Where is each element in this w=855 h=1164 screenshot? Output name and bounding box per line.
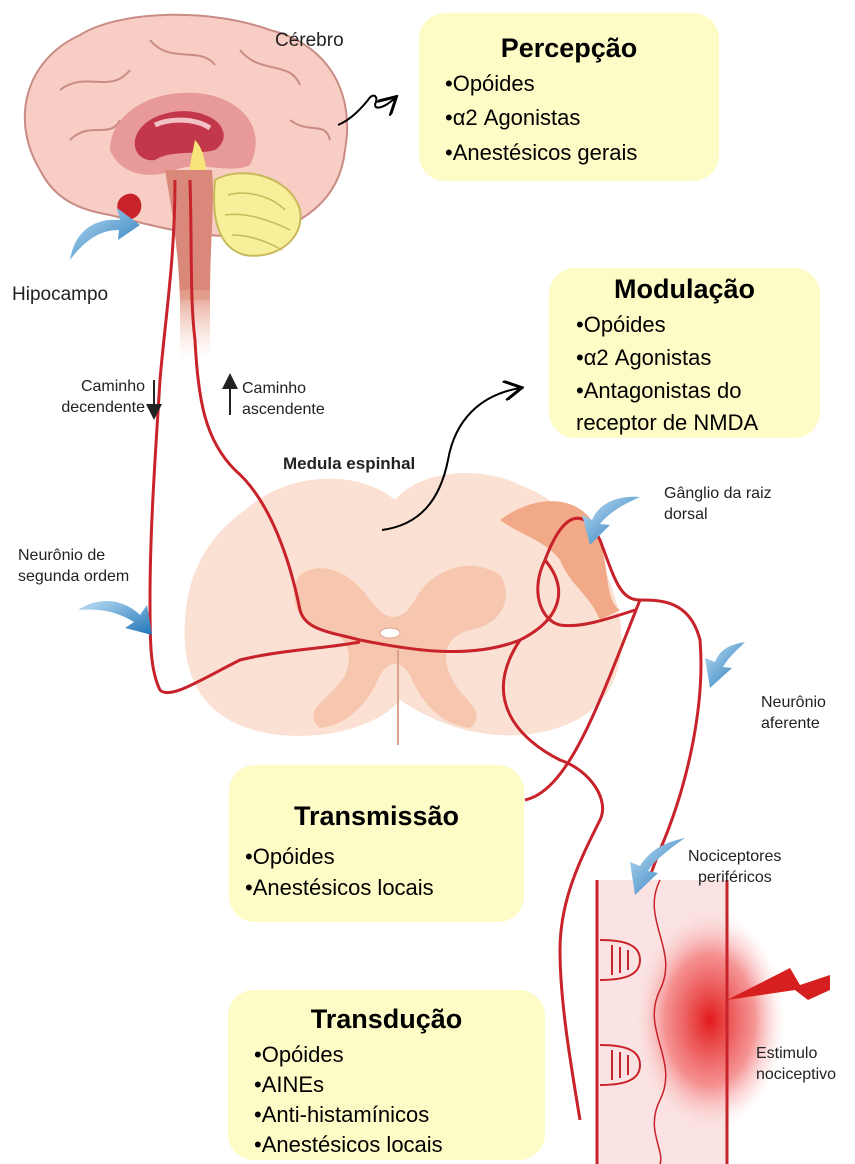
medula-label: Medula espinhal bbox=[283, 453, 415, 474]
estimulo-label: Estimulo nociceptivo bbox=[756, 1043, 836, 1085]
hipocampo-label: Hipocampo bbox=[12, 284, 108, 305]
percepcao-title: Percepção bbox=[419, 33, 719, 64]
caminho-decendente-line: decendente bbox=[40, 397, 145, 418]
transducao-box: Transdução •Opóides •AINEs •Anti-histamí… bbox=[228, 990, 545, 1160]
ganglio-label: Gânglio da raiz dorsal bbox=[664, 483, 772, 525]
transmissao-item: •Anestésicos locais bbox=[245, 875, 434, 901]
transmissao-item: •Opóides bbox=[245, 844, 335, 870]
transducao-item: •Anti-histamínicos bbox=[254, 1102, 429, 1128]
ganglio-line: dorsal bbox=[664, 504, 772, 525]
modulacao-box: Modulação •Opóides •α2 Agonistas •Antago… bbox=[549, 268, 820, 438]
transmissao-box: Transmissão •Opóides •Anestésicos locais bbox=[229, 765, 524, 922]
percepcao-item: •Opóides bbox=[445, 71, 535, 97]
cerebro-label: Cérebro bbox=[275, 30, 344, 51]
percepcao-box: Percepção •Opóides •α2 Agonistas •Anesté… bbox=[419, 13, 719, 181]
skin-layer bbox=[597, 880, 830, 1164]
transducao-item: •Anestésicos locais bbox=[254, 1132, 443, 1158]
caminho-decendente-line: Caminho bbox=[40, 376, 145, 397]
caminho-decendente-label: Caminho decendente bbox=[40, 376, 145, 418]
estimulo-line: Estimulo bbox=[756, 1043, 836, 1064]
neuronio-segunda-line: Neurônio de bbox=[18, 545, 129, 566]
percepcao-item: •Anestésicos gerais bbox=[445, 140, 637, 166]
percepcao-item: •α2 Agonistas bbox=[445, 105, 580, 131]
transmissao-title: Transmissão bbox=[229, 801, 524, 832]
modulacao-title: Modulação bbox=[549, 274, 820, 305]
nociceptores-line: Nociceptores bbox=[688, 846, 781, 867]
path-arrows bbox=[154, 380, 230, 415]
brain bbox=[25, 15, 347, 360]
neuronio-segunda-label: Neurônio de segunda ordem bbox=[18, 545, 129, 587]
modulacao-item: receptor de NMDA bbox=[576, 410, 758, 436]
modulacao-item: •α2 Agonistas bbox=[576, 345, 711, 371]
neuronio-aferente-label: Neurônio aferente bbox=[761, 692, 826, 734]
neuronio-aferente-line: Neurônio bbox=[761, 692, 826, 713]
estimulo-line: nociceptivo bbox=[756, 1064, 836, 1085]
nociceptores-line: periféricos bbox=[688, 867, 781, 888]
caminho-ascendente-line: Caminho bbox=[242, 378, 325, 399]
modulacao-item: •Opóides bbox=[576, 312, 666, 338]
neuronio-segunda-line: segunda ordem bbox=[18, 566, 129, 587]
caminho-ascendente-line: ascendente bbox=[242, 399, 325, 420]
modulacao-item: •Antagonistas do bbox=[576, 378, 741, 404]
caminho-ascendente-label: Caminho ascendente bbox=[242, 378, 325, 420]
nociceptores-label: Nociceptores periféricos bbox=[688, 846, 781, 888]
transducao-title: Transdução bbox=[228, 1004, 545, 1035]
ganglio-line: Gânglio da raiz bbox=[664, 483, 772, 504]
transducao-item: •AINEs bbox=[254, 1072, 324, 1098]
neuronio-aferente-line: aferente bbox=[761, 713, 826, 734]
transducao-item: •Opóides bbox=[254, 1042, 344, 1068]
